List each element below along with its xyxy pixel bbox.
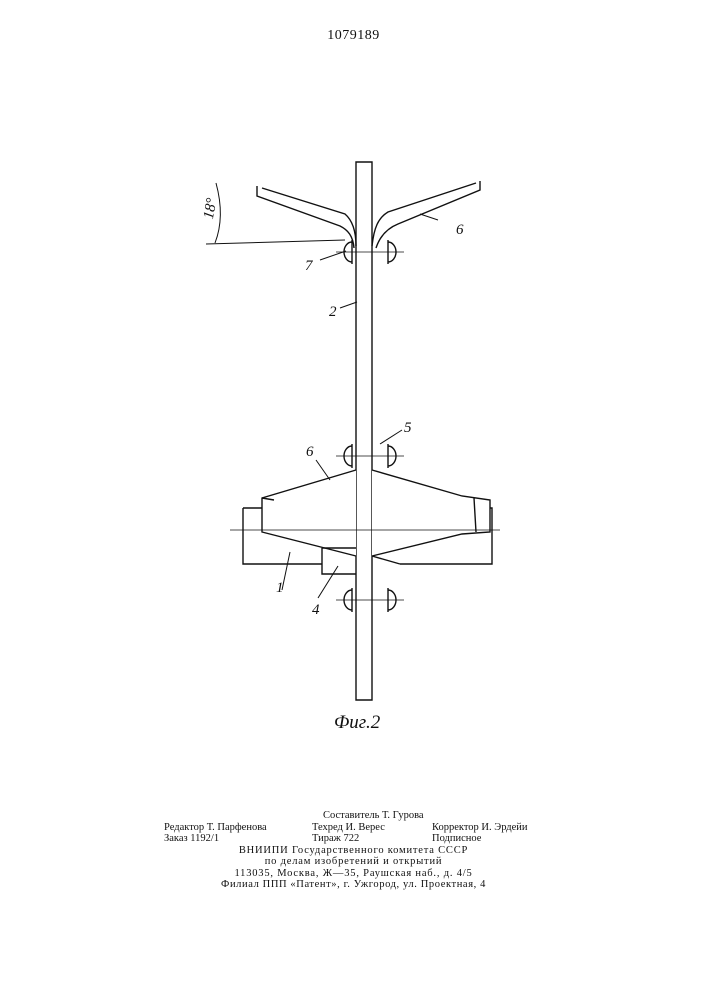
subscription: Подписное bbox=[432, 833, 481, 845]
imprint-block: Составитель Т. Гурова Редактор Т. Парфен… bbox=[0, 810, 707, 891]
order: Заказ 1192/1 bbox=[164, 833, 219, 845]
corrector: Корректор И. Эрдейи bbox=[432, 822, 528, 834]
upper-wing-left bbox=[257, 186, 356, 248]
upper-wing-right bbox=[372, 181, 480, 248]
editor: Редактор Т. Парфенова bbox=[164, 822, 267, 834]
vertical-bar bbox=[356, 162, 372, 700]
figure-caption: Фиг.2 bbox=[334, 712, 381, 733]
conical-roller bbox=[262, 470, 490, 556]
angle-label: 18° bbox=[201, 197, 220, 220]
org-line-2: по делам изобретений и открытий bbox=[0, 856, 707, 868]
techred: Техред И. Верес bbox=[312, 822, 385, 834]
label-6-top: 6 bbox=[456, 222, 464, 238]
address: 113035, Москва, Ж—35, Раушская наб., д. … bbox=[0, 868, 707, 880]
label-4: 4 bbox=[312, 602, 320, 618]
label-5: 5 bbox=[404, 420, 412, 436]
composer: Составитель Т. Гурова bbox=[323, 810, 424, 822]
circulation: Тираж 722 bbox=[312, 833, 359, 845]
label-7: 7 bbox=[305, 258, 314, 274]
label-1: 1 bbox=[276, 580, 284, 596]
org-line-1: ВНИИПИ Государственного комитета СССР bbox=[0, 845, 707, 857]
label-2: 2 bbox=[329, 304, 337, 320]
branch: Филиал ППП «Патент», г. Ужгород, ул. Про… bbox=[0, 879, 707, 891]
label-6-middle: 6 bbox=[306, 444, 314, 460]
